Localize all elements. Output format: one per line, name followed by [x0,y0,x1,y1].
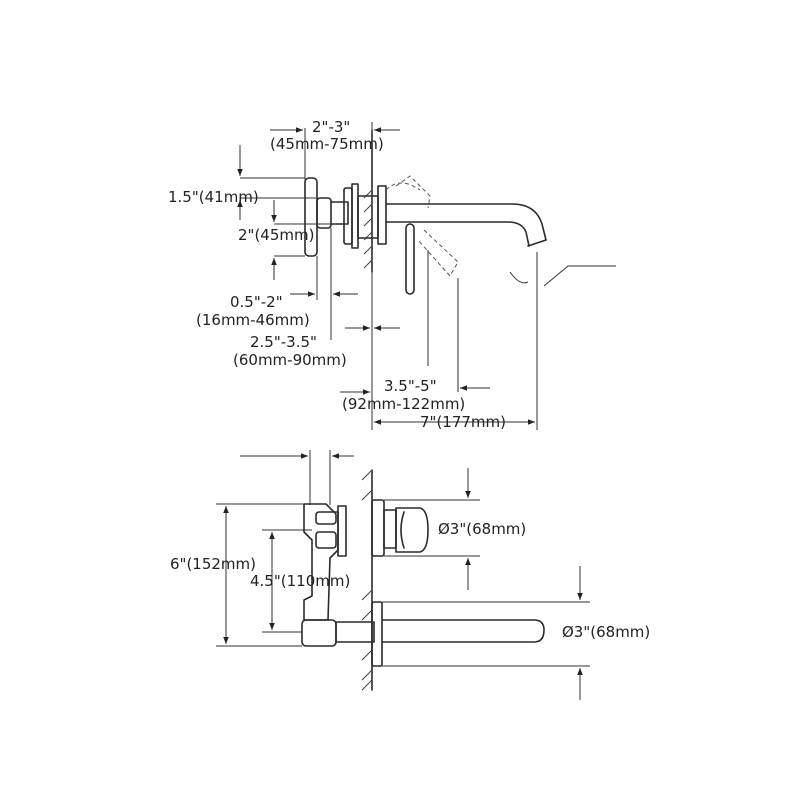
dim-handle-height-label: 1.5"(41mm) [168,188,259,206]
side-view [237,122,616,430]
dim-wall-gap-mm-label: (45mm-75mm) [270,135,384,153]
water-flow-line [509,271,529,284]
dim-center-spacing-label: 4.5"(110mm) [250,572,351,590]
dim-valve-depth-label: 2.5"-3.5" [250,333,317,351]
dim-wall-gap-label: 2"-3" [312,118,351,136]
handle-knob-side [304,177,349,257]
handle-plate-front [371,499,429,557]
dim-total-height-label: 6"(152mm) [170,555,257,573]
dim-handle-depth-label: 0.5"-2" [230,293,283,311]
front-view [216,450,590,700]
spout-side [385,203,547,247]
dim-handle-plate-label: Ø3"(68mm) [438,520,527,538]
dim-valve-depth-mm-label: (60mm-90mm) [233,351,347,369]
dim-lever-reach-label: 3.5"-5" [384,377,437,395]
dim-spout-plate-label: Ø3"(68mm) [562,623,651,641]
dim-spout-reach-label: 7"(177mm) [420,413,507,431]
dim-body-height-label: 2"(45mm) [238,226,315,244]
wall-front-view [361,469,373,691]
valve-body-side [357,195,379,239]
dim-handle-depth-mm-label: (16mm-46mm) [196,311,310,329]
spout-front [335,601,545,667]
dim-lever-reach-mm-label: (92mm-122mm) [342,395,466,413]
lever-side [385,175,459,295]
